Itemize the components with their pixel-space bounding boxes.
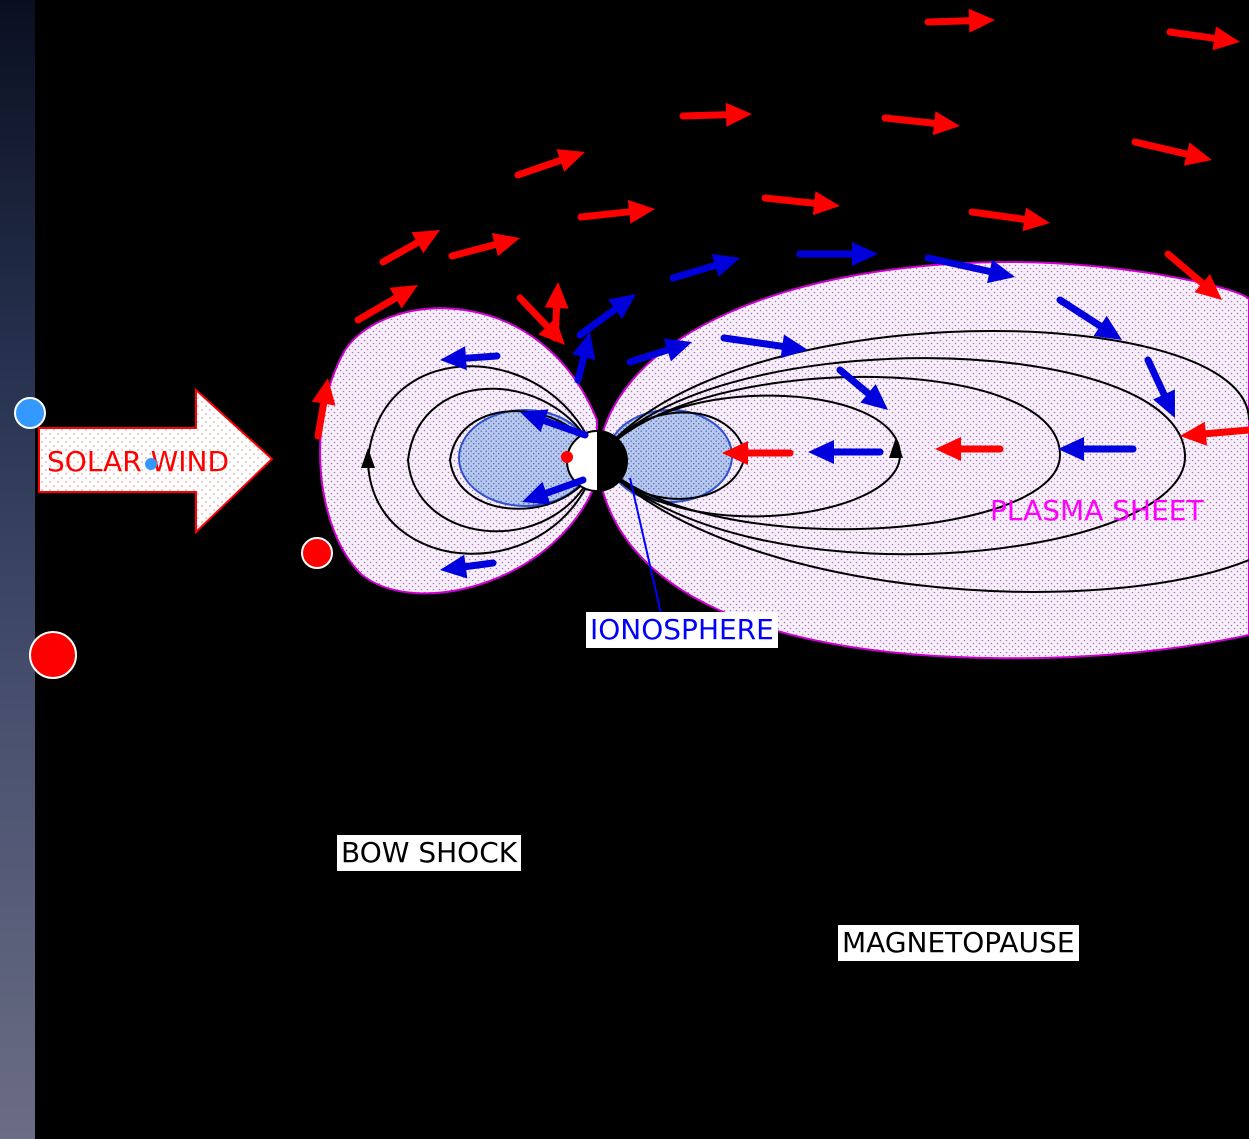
- red-flow-arrow: [448, 233, 520, 260]
- solar-wind-flow-arrows: [311, 8, 1249, 465]
- red-flow-arrow: [354, 285, 418, 324]
- red-flow-arrow: [679, 102, 752, 127]
- red-flow-arrow: [881, 111, 960, 136]
- blue-flow-arrow: [808, 440, 884, 464]
- blue-flow-arrow: [836, 366, 888, 410]
- blue-flow-arrow: [669, 253, 740, 282]
- red-flow-arrow: [311, 378, 336, 440]
- solar-wind-label: SOLAR WIND: [47, 445, 229, 478]
- magnetospheric-flow-arrows: [440, 242, 1175, 579]
- red-flow-arrow: [577, 199, 655, 224]
- red-flow-arrow: [761, 191, 840, 216]
- blue-flow-arrow: [924, 254, 1015, 284]
- field-arrowhead-dayside: [361, 448, 375, 468]
- blue-flow-arrow: [522, 476, 587, 505]
- ionosphere-pointer: [629, 477, 663, 619]
- magnetopause-label: MAGNETOPAUSE: [838, 925, 1079, 961]
- red-flow-arrow: [1166, 26, 1240, 51]
- red-flow-arrow: [968, 207, 1050, 232]
- red-flow-arrow: [544, 282, 569, 342]
- sun-direction-dot: [561, 451, 573, 463]
- blue-marker-small: [14, 397, 46, 429]
- bow-shock-label: BOW SHOCK: [337, 835, 522, 871]
- blue-flow-arrow: [720, 334, 808, 359]
- red-marker-large: [29, 631, 77, 679]
- blue-flow-arrow: [440, 554, 497, 579]
- red-flow-arrow: [924, 8, 995, 33]
- plasma-sheet-label: PLASMA SHEET: [990, 494, 1204, 527]
- ionosphere-label: IONOSPHERE: [586, 612, 778, 648]
- blue-flow-arrow: [440, 346, 501, 371]
- blue-flow-arrow: [1056, 296, 1122, 340]
- red-flow-arrow: [1180, 421, 1249, 446]
- blue-flow-arrow: [796, 242, 878, 266]
- blue-flow-arrow: [520, 409, 589, 439]
- red-flow-arrow: [1131, 138, 1212, 166]
- earth: [566, 430, 628, 492]
- blue-flow-arrow: [1058, 437, 1137, 461]
- red-flow-arrow: [935, 437, 1004, 461]
- red-flow-arrow: [379, 230, 440, 266]
- blue-flow-arrow: [576, 294, 636, 339]
- blue-flow-arrow: [572, 332, 596, 384]
- solar-wind-dot: [145, 458, 157, 470]
- red-flow-arrow: [514, 149, 585, 179]
- blue-flow-arrow: [626, 338, 692, 366]
- red-flow-arrow: [722, 441, 794, 465]
- field-arrowhead-nightside: [889, 437, 903, 458]
- red-marker-small: [301, 537, 333, 569]
- red-flow-arrow: [1164, 250, 1222, 300]
- blue-flow-arrow: [1144, 356, 1175, 418]
- left-gradient-strip: [0, 0, 35, 1139]
